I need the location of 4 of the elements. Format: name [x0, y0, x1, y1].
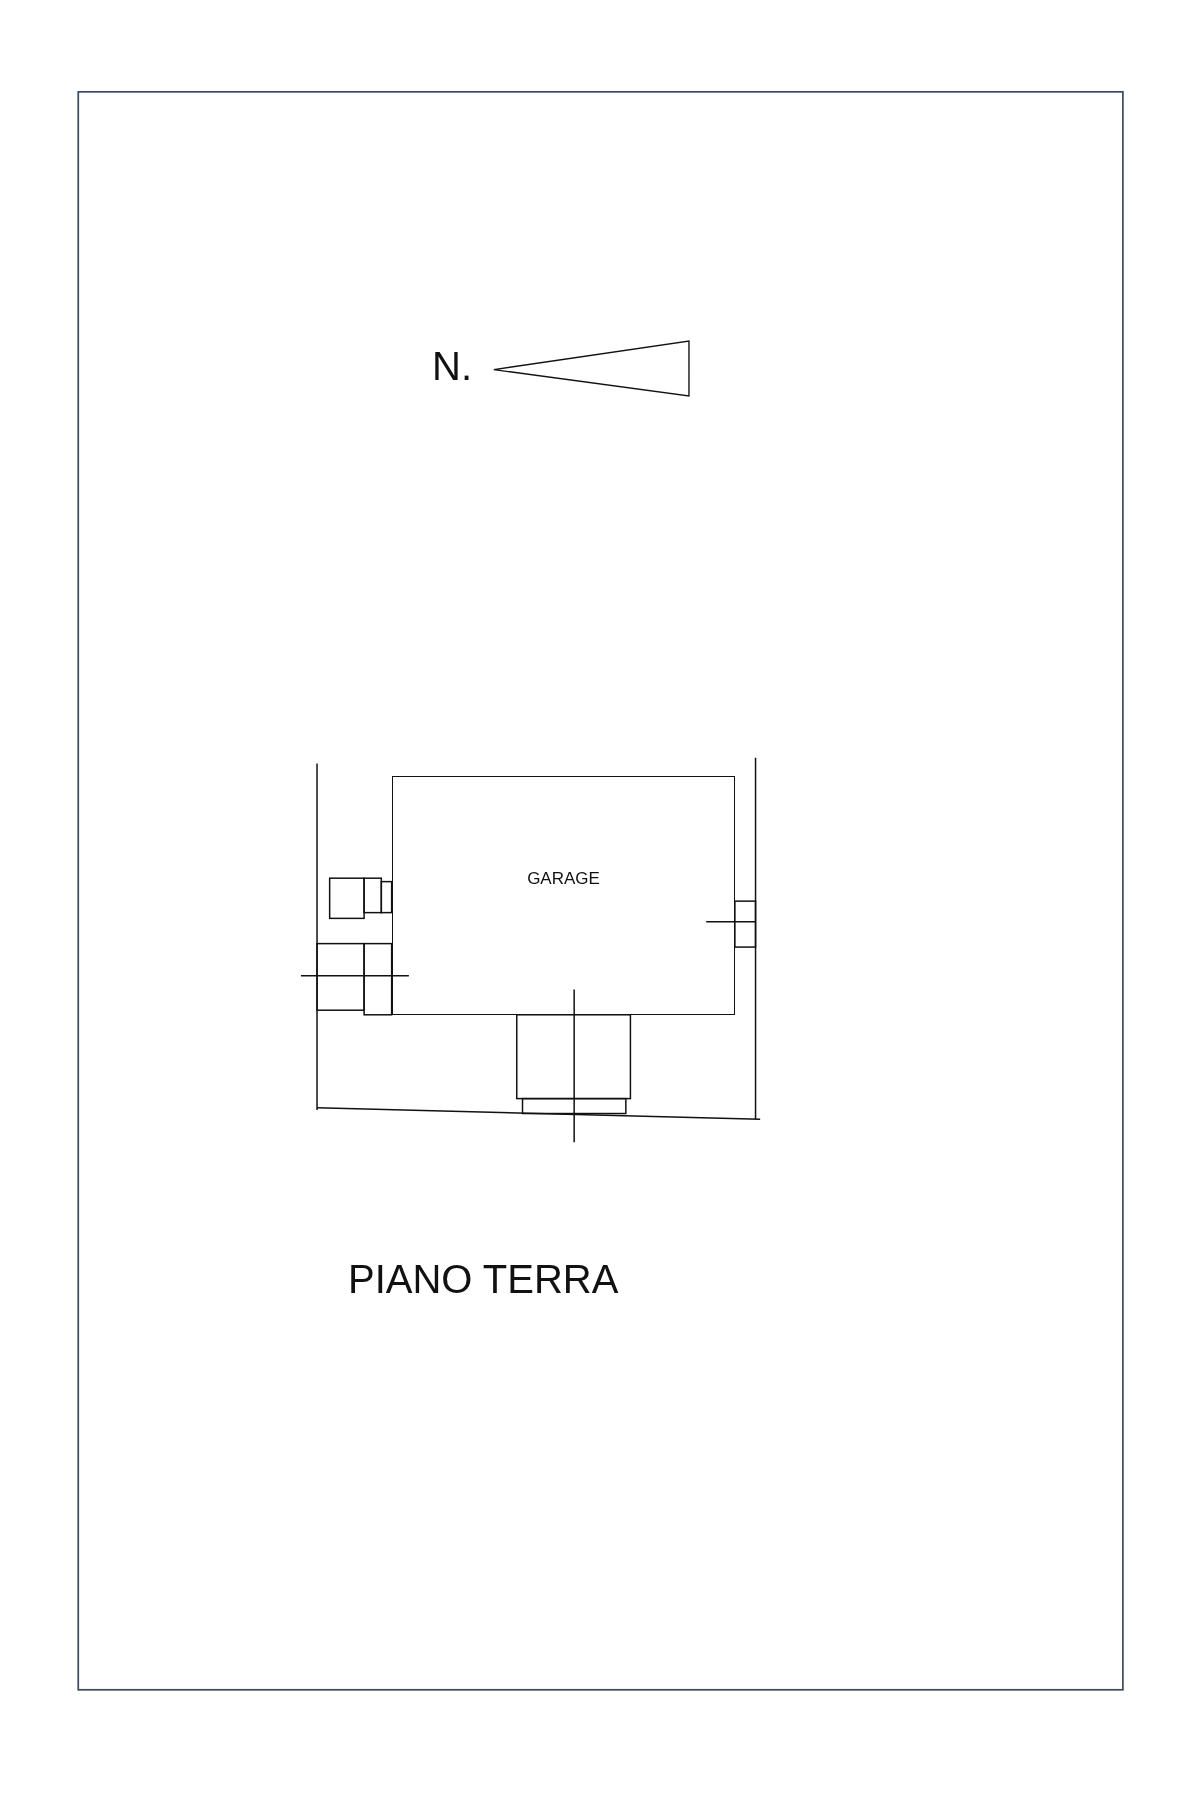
room-label: GARAGE: [527, 869, 600, 889]
room-outline: [392, 776, 735, 1015]
north-label: N.: [432, 344, 472, 389]
floor-title: PIANO TERRA: [348, 1257, 619, 1302]
